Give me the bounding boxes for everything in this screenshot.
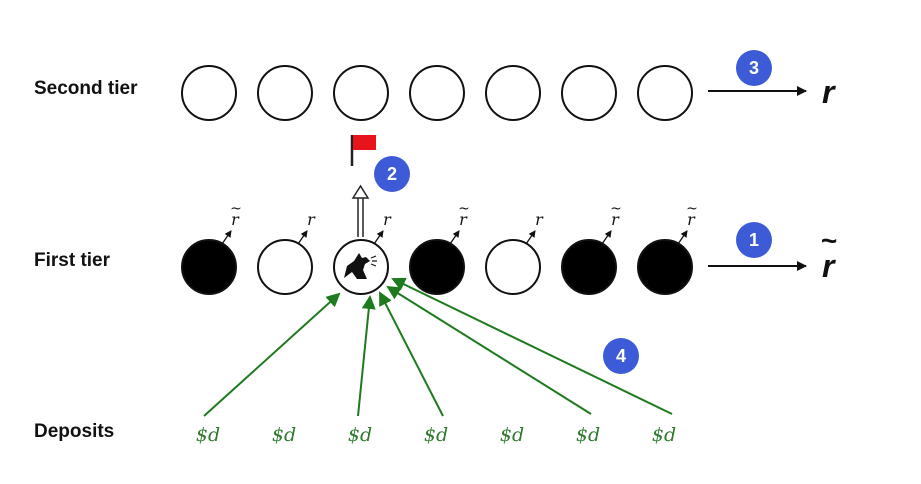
first-tier-label: First tier xyxy=(34,250,111,271)
node-output-arrow xyxy=(525,230,536,245)
red-flag-icon xyxy=(350,135,376,166)
escalation-arrow xyxy=(351,184,370,237)
second-tier-node xyxy=(257,65,313,121)
deposits-label: Deposits xyxy=(34,421,115,442)
node-output-tilde: ~ xyxy=(686,201,698,217)
step-badge-4: 4 xyxy=(603,338,639,374)
first-tier-node-group: r xyxy=(333,210,392,295)
deposit-item: $d xyxy=(348,424,372,446)
step-badge-2-number: 2 xyxy=(387,164,397,184)
first-tier-node xyxy=(637,239,693,295)
first-tier-node xyxy=(409,239,465,295)
deposit-arrow xyxy=(386,285,592,415)
first-tier-node-group: r xyxy=(485,210,544,295)
deposit-item: $d xyxy=(500,424,524,446)
node-output-label: r xyxy=(687,210,696,229)
deposit-item: $d xyxy=(424,424,448,446)
node-output-tilde: ~ xyxy=(458,201,470,217)
step-badge-1: 1 xyxy=(736,222,772,258)
first-tier-node xyxy=(257,239,313,295)
node-output-arrow xyxy=(601,230,612,245)
node-output-tilde: ~ xyxy=(610,201,622,217)
first-tier-output-label: r xyxy=(822,248,836,284)
deposit-item: $d xyxy=(272,424,296,446)
deposit-items: $d $d $d $d $d $d $d xyxy=(196,424,676,446)
second-tier-node xyxy=(181,65,237,121)
first-tier-node xyxy=(561,239,617,295)
first-tier-node-group: r xyxy=(257,210,316,295)
deposit-arrows xyxy=(203,277,673,417)
first-tier-node-group: r~ xyxy=(637,201,698,295)
node-output-arrow xyxy=(677,230,688,245)
first-tier-node-group: r~ xyxy=(181,201,242,295)
step-badge-3-number: 3 xyxy=(749,58,759,78)
node-output-label: r xyxy=(307,210,316,229)
node-output-label: r xyxy=(535,210,544,229)
deposit-arrow xyxy=(203,292,341,417)
dog-barking-icon xyxy=(344,253,377,279)
first-tier-node-group: r~ xyxy=(561,201,622,295)
first-tier-node-group: r~ xyxy=(409,201,470,295)
node-output-label: r xyxy=(383,210,392,229)
deposit-arrow xyxy=(391,277,673,415)
deposit-item: $d xyxy=(196,424,220,446)
second-tier-nodes xyxy=(181,65,693,121)
second-tier-output-label: r xyxy=(822,74,836,110)
second-tier-label: Second tier xyxy=(34,78,138,99)
second-tier-node xyxy=(637,65,693,121)
node-output-arrow xyxy=(221,230,232,245)
node-output-label: r xyxy=(611,210,620,229)
node-output-arrow xyxy=(373,230,384,245)
first-tier-output-tilde: ~ xyxy=(821,225,837,256)
node-output-arrow xyxy=(449,230,460,245)
step-badge-3: 3 xyxy=(736,50,772,86)
deposit-item: $d xyxy=(652,424,676,446)
node-output-tilde: ~ xyxy=(230,201,242,217)
deposit-arrow xyxy=(357,295,376,417)
step-badge-4-number: 4 xyxy=(616,346,626,366)
second-tier-node xyxy=(561,65,617,121)
step-badge-1-number: 1 xyxy=(749,230,759,250)
node-output-label: r xyxy=(459,210,468,229)
second-tier-node xyxy=(409,65,465,121)
second-tier-node xyxy=(485,65,541,121)
first-tier-node xyxy=(485,239,541,295)
node-output-label: r xyxy=(231,210,240,229)
step-badge-2: 2 xyxy=(374,156,410,192)
deposit-item: $d xyxy=(576,424,600,446)
node-output-arrow xyxy=(297,230,308,245)
second-tier-node xyxy=(333,65,389,121)
deposit-arrow xyxy=(379,291,444,417)
first-tier-node xyxy=(181,239,237,295)
